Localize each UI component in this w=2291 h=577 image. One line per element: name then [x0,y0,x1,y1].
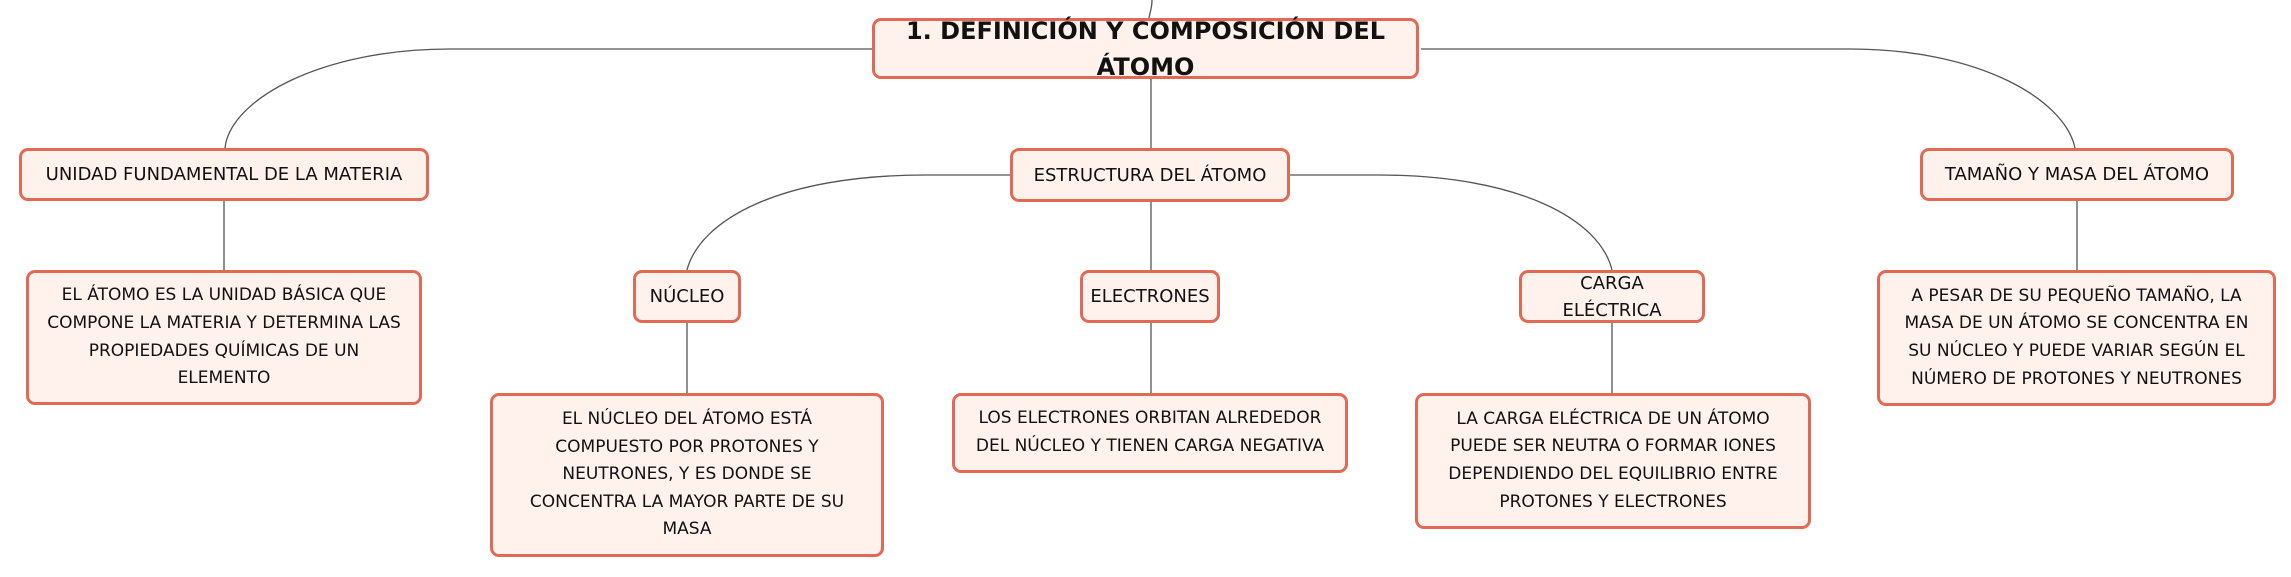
topic-nucleo[interactable]: NÚCLEO [633,270,741,323]
desc-tamano-masa[interactable]: A PESAR DE SU PEQUEÑO TAMAÑO, LA MASA DE… [1877,270,2276,406]
desc-electrones[interactable]: LOS ELECTRONES ORBITAN ALREDEDOR DEL NÚC… [952,393,1348,473]
topic-carga-electrica[interactable]: CARGA ELÉCTRICA [1519,270,1705,323]
desc-unidad-fundamental[interactable]: EL ÁTOMO ES LA UNIDAD BÁSICA QUE COMPONE… [26,270,422,405]
connector-root-parent [1148,0,1153,19]
desc-carga-electrica[interactable]: LA CARGA ELÉCTRICA DE UN ÁTOMO PUEDE SER… [1415,393,1811,529]
topic-unidad-fundamental[interactable]: UNIDAD FUNDAMENTAL DE LA MATERIA [19,148,429,201]
connector-root-unidad [224,48,877,149]
connector-estructura-carga [1290,174,1613,271]
connector-root-tamano [1421,48,2076,149]
root-topic[interactable]: 1. DEFINICIÓN Y COMPOSICIÓN DEL ÁTOMO [872,17,1419,81]
connector-estructura-nucleo [686,174,1012,271]
desc-nucleo[interactable]: EL NÚCLEO DEL ÁTOMO ESTÁ COMPUESTO POR P… [490,393,884,557]
topic-electrones[interactable]: ELECTRONES [1080,270,1220,323]
topic-tamano-masa[interactable]: TAMAÑO Y MASA DEL ÁTOMO [1920,148,2234,201]
topic-estructura-atomo[interactable]: ESTRUCTURA DEL ÁTOMO [1010,148,1290,202]
